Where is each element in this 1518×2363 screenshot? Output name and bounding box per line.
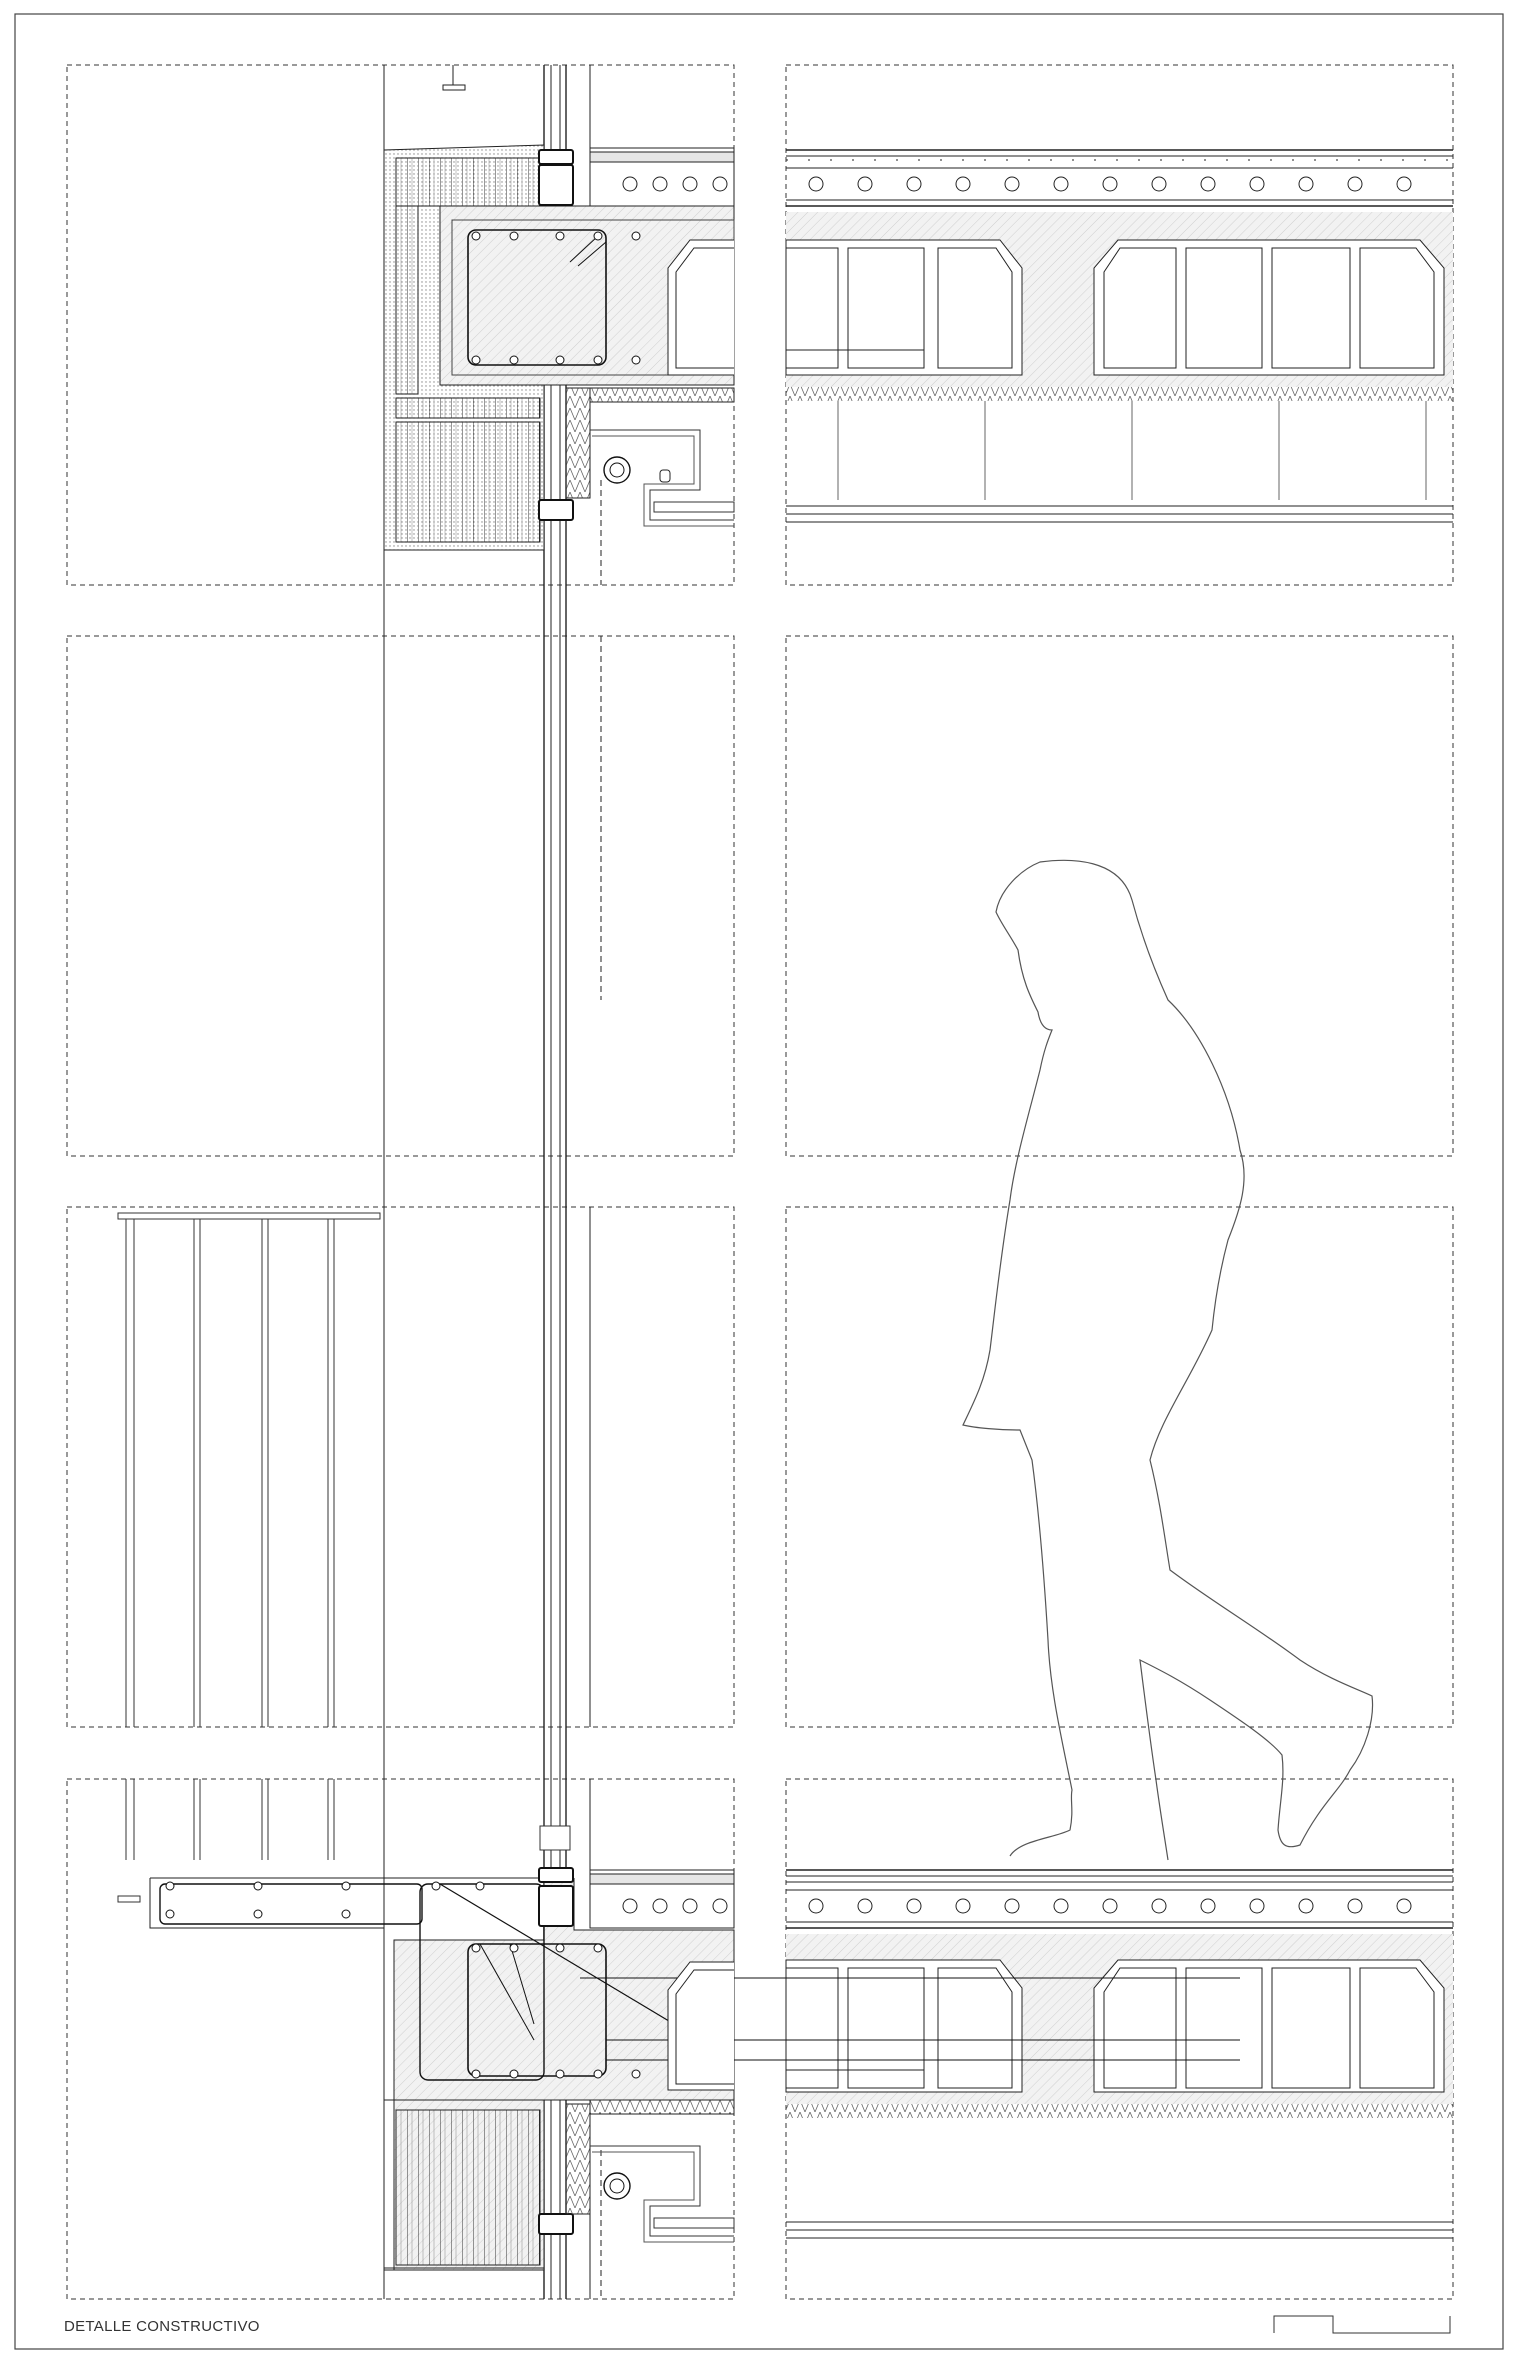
floor-section-bottom	[785, 1869, 1453, 2239]
balcony-railing	[117, 1212, 381, 1903]
floor-section-top	[785, 149, 1453, 523]
slab-edge-detail-bottom	[149, 1825, 1240, 2271]
slab-edge-detail-top	[383, 65, 735, 551]
sheet-border	[14, 13, 1504, 2350]
title-block-icon	[1273, 2315, 1451, 2334]
person-silhouette-icon	[962, 859, 1374, 1861]
sheet-caption: DETALLE CONSTRUCTIVO	[64, 2318, 260, 2335]
deck-profile-circles-bottom	[622, 1898, 1412, 1914]
deck-profile-circles-top	[622, 176, 1412, 192]
